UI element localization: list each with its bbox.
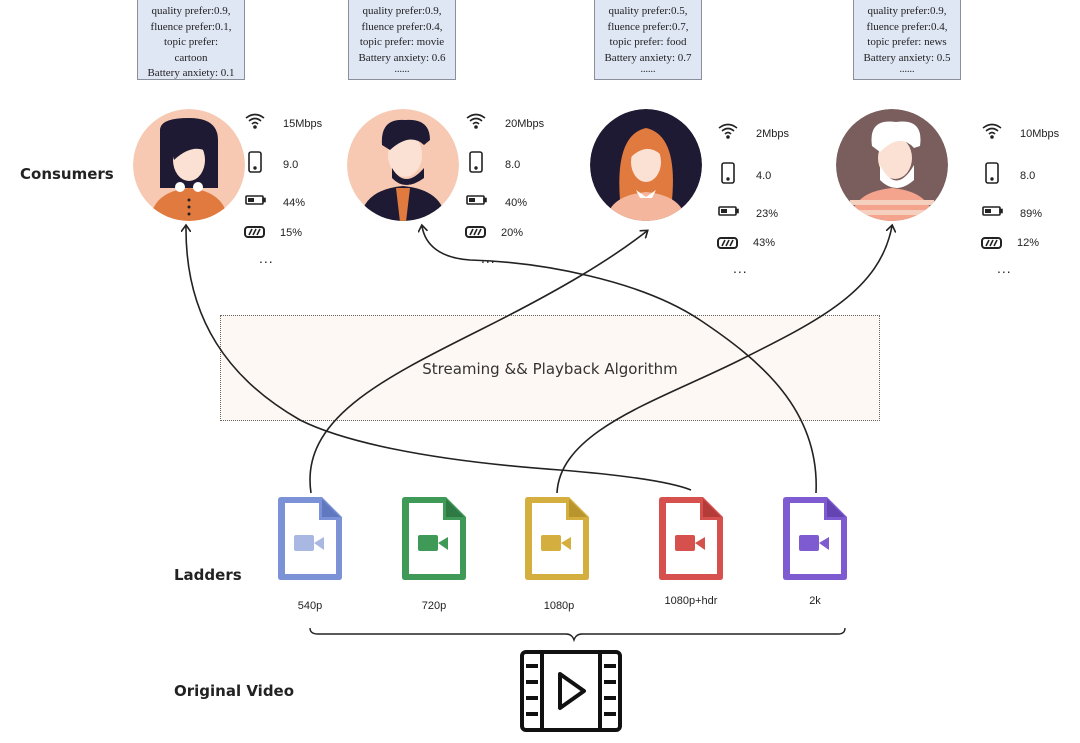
video-file-icon	[402, 497, 466, 580]
arrow-1080p-hdr-to-consumer-1	[186, 226, 692, 491]
stats-icons-1	[244, 113, 266, 238]
bandwidth-value: 20Mbps	[505, 118, 545, 130]
avatar-consumer-2	[347, 109, 459, 221]
note-line: quality prefer:0.9,	[867, 5, 947, 17]
ladder-label: 2k	[809, 595, 821, 607]
battery-level-value: 43%	[753, 237, 776, 249]
note-line: quality prefer:0.5,	[608, 5, 688, 17]
battery-icon	[718, 206, 739, 216]
stats-icons-4	[981, 123, 1003, 249]
wifi-icon	[718, 123, 738, 139]
battery-icon	[466, 195, 487, 205]
battery-value: 40%	[505, 197, 528, 209]
ladders-brace	[309, 627, 846, 643]
device-score-value: 8.0	[1020, 170, 1036, 182]
battery-level-value: 15%	[280, 227, 303, 239]
phone-icon	[721, 162, 735, 184]
battery-icon	[982, 206, 1003, 216]
avatar-consumer-4	[836, 109, 948, 221]
device-score-value: 9.0	[283, 159, 299, 171]
more-ellipsis: ...	[259, 250, 274, 266]
video-file-icon	[278, 497, 342, 580]
bandwidth-value: 15Mbps	[283, 118, 323, 130]
ladder-label: 1080p+hdr	[664, 595, 718, 607]
consumer-note-1: quality prefer:0.9, fluence prefer:0.1, …	[137, 0, 245, 80]
arrow-1080p-to-consumer-4	[556, 226, 892, 494]
ladders-label: Ladders	[174, 566, 242, 584]
battery-icon	[245, 195, 266, 205]
battery-level-icon	[981, 237, 1002, 249]
film-play-icon	[520, 650, 622, 732]
phone-icon	[469, 151, 483, 173]
note-line: topic prefer: movie	[359, 36, 445, 48]
phone-icon	[248, 151, 262, 173]
device-score-value: 4.0	[756, 170, 772, 182]
device-score-value: 8.0	[505, 159, 521, 171]
ladder-label: 720p	[421, 600, 447, 612]
note-ellipsis: ......	[394, 64, 410, 75]
battery-value: 23%	[756, 208, 779, 220]
note-line: topic prefer: news	[867, 36, 947, 48]
note-line: quality prefer:0.9,	[151, 5, 231, 17]
video-file-icon	[525, 497, 589, 580]
more-ellipsis: ...	[997, 260, 1012, 276]
battery-level-icon	[244, 226, 265, 238]
arrow-540p-to-consumer-3	[309, 231, 647, 494]
algorithm-box: Streaming && Playback Algorithm	[220, 315, 880, 421]
battery-level-value: 20%	[501, 227, 524, 239]
avatar-consumer-3	[590, 109, 702, 221]
consumers-label: Consumers	[20, 165, 114, 183]
more-ellipsis: ...	[733, 260, 748, 276]
note-ellipsis: ......	[899, 64, 915, 75]
stats-icons-2	[465, 113, 487, 238]
phone-icon	[985, 162, 999, 184]
note-line: fluence prefer:0.4,	[866, 20, 948, 33]
note-line: fluence prefer:0.4,	[361, 20, 443, 33]
note-line: fluence prefer:0.7,	[607, 20, 689, 33]
algorithm-label: Streaming && Playback Algorithm	[422, 360, 678, 378]
original-video-label: Original Video	[174, 682, 295, 700]
bandwidth-value: 10Mbps	[1020, 128, 1060, 140]
note-line: quality prefer:0.9,	[362, 5, 442, 17]
note-line: Battery anxiety: 0.5	[863, 51, 951, 64]
wifi-icon	[245, 113, 265, 129]
note-line: Battery anxiety: 0.1	[147, 67, 235, 79]
battery-value: 44%	[283, 197, 306, 209]
video-file-icon	[659, 497, 723, 580]
note-line: Battery anxiety: 0.7	[604, 51, 692, 64]
wifi-icon	[982, 123, 1002, 139]
arrow-2k-to-consumer-2	[422, 226, 817, 494]
note-line: Battery anxiety: 0.6	[358, 51, 446, 64]
battery-level-icon	[717, 237, 738, 249]
ladder-label: 540p	[297, 600, 323, 612]
consumer-note-2: quality prefer:0.9, fluence prefer:0.4, …	[348, 0, 456, 80]
mapping-arrows	[186, 226, 892, 494]
more-ellipsis: ...	[481, 250, 496, 266]
stats-icons-3	[717, 123, 739, 249]
note-ellipsis: ......	[640, 64, 656, 75]
battery-level-icon	[465, 226, 486, 238]
consumer-note-3: quality prefer:0.5, fluence prefer:0.7, …	[594, 0, 702, 80]
bandwidth-value: 2Mbps	[756, 128, 790, 140]
wifi-icon	[466, 113, 486, 129]
avatar-consumer-1	[133, 109, 245, 221]
note-line: topic prefer: food	[609, 36, 687, 48]
note-line: cartoon	[174, 51, 208, 64]
consumer-note-4: quality prefer:0.9, fluence prefer:0.4, …	[853, 0, 961, 80]
note-line: fluence prefer:0.1,	[150, 20, 232, 33]
battery-level-value: 12%	[1017, 237, 1040, 249]
ladder-label: 1080p	[543, 600, 575, 612]
video-file-icon	[783, 497, 847, 580]
battery-value: 89%	[1020, 208, 1043, 220]
note-line: topic prefer:	[163, 36, 219, 48]
